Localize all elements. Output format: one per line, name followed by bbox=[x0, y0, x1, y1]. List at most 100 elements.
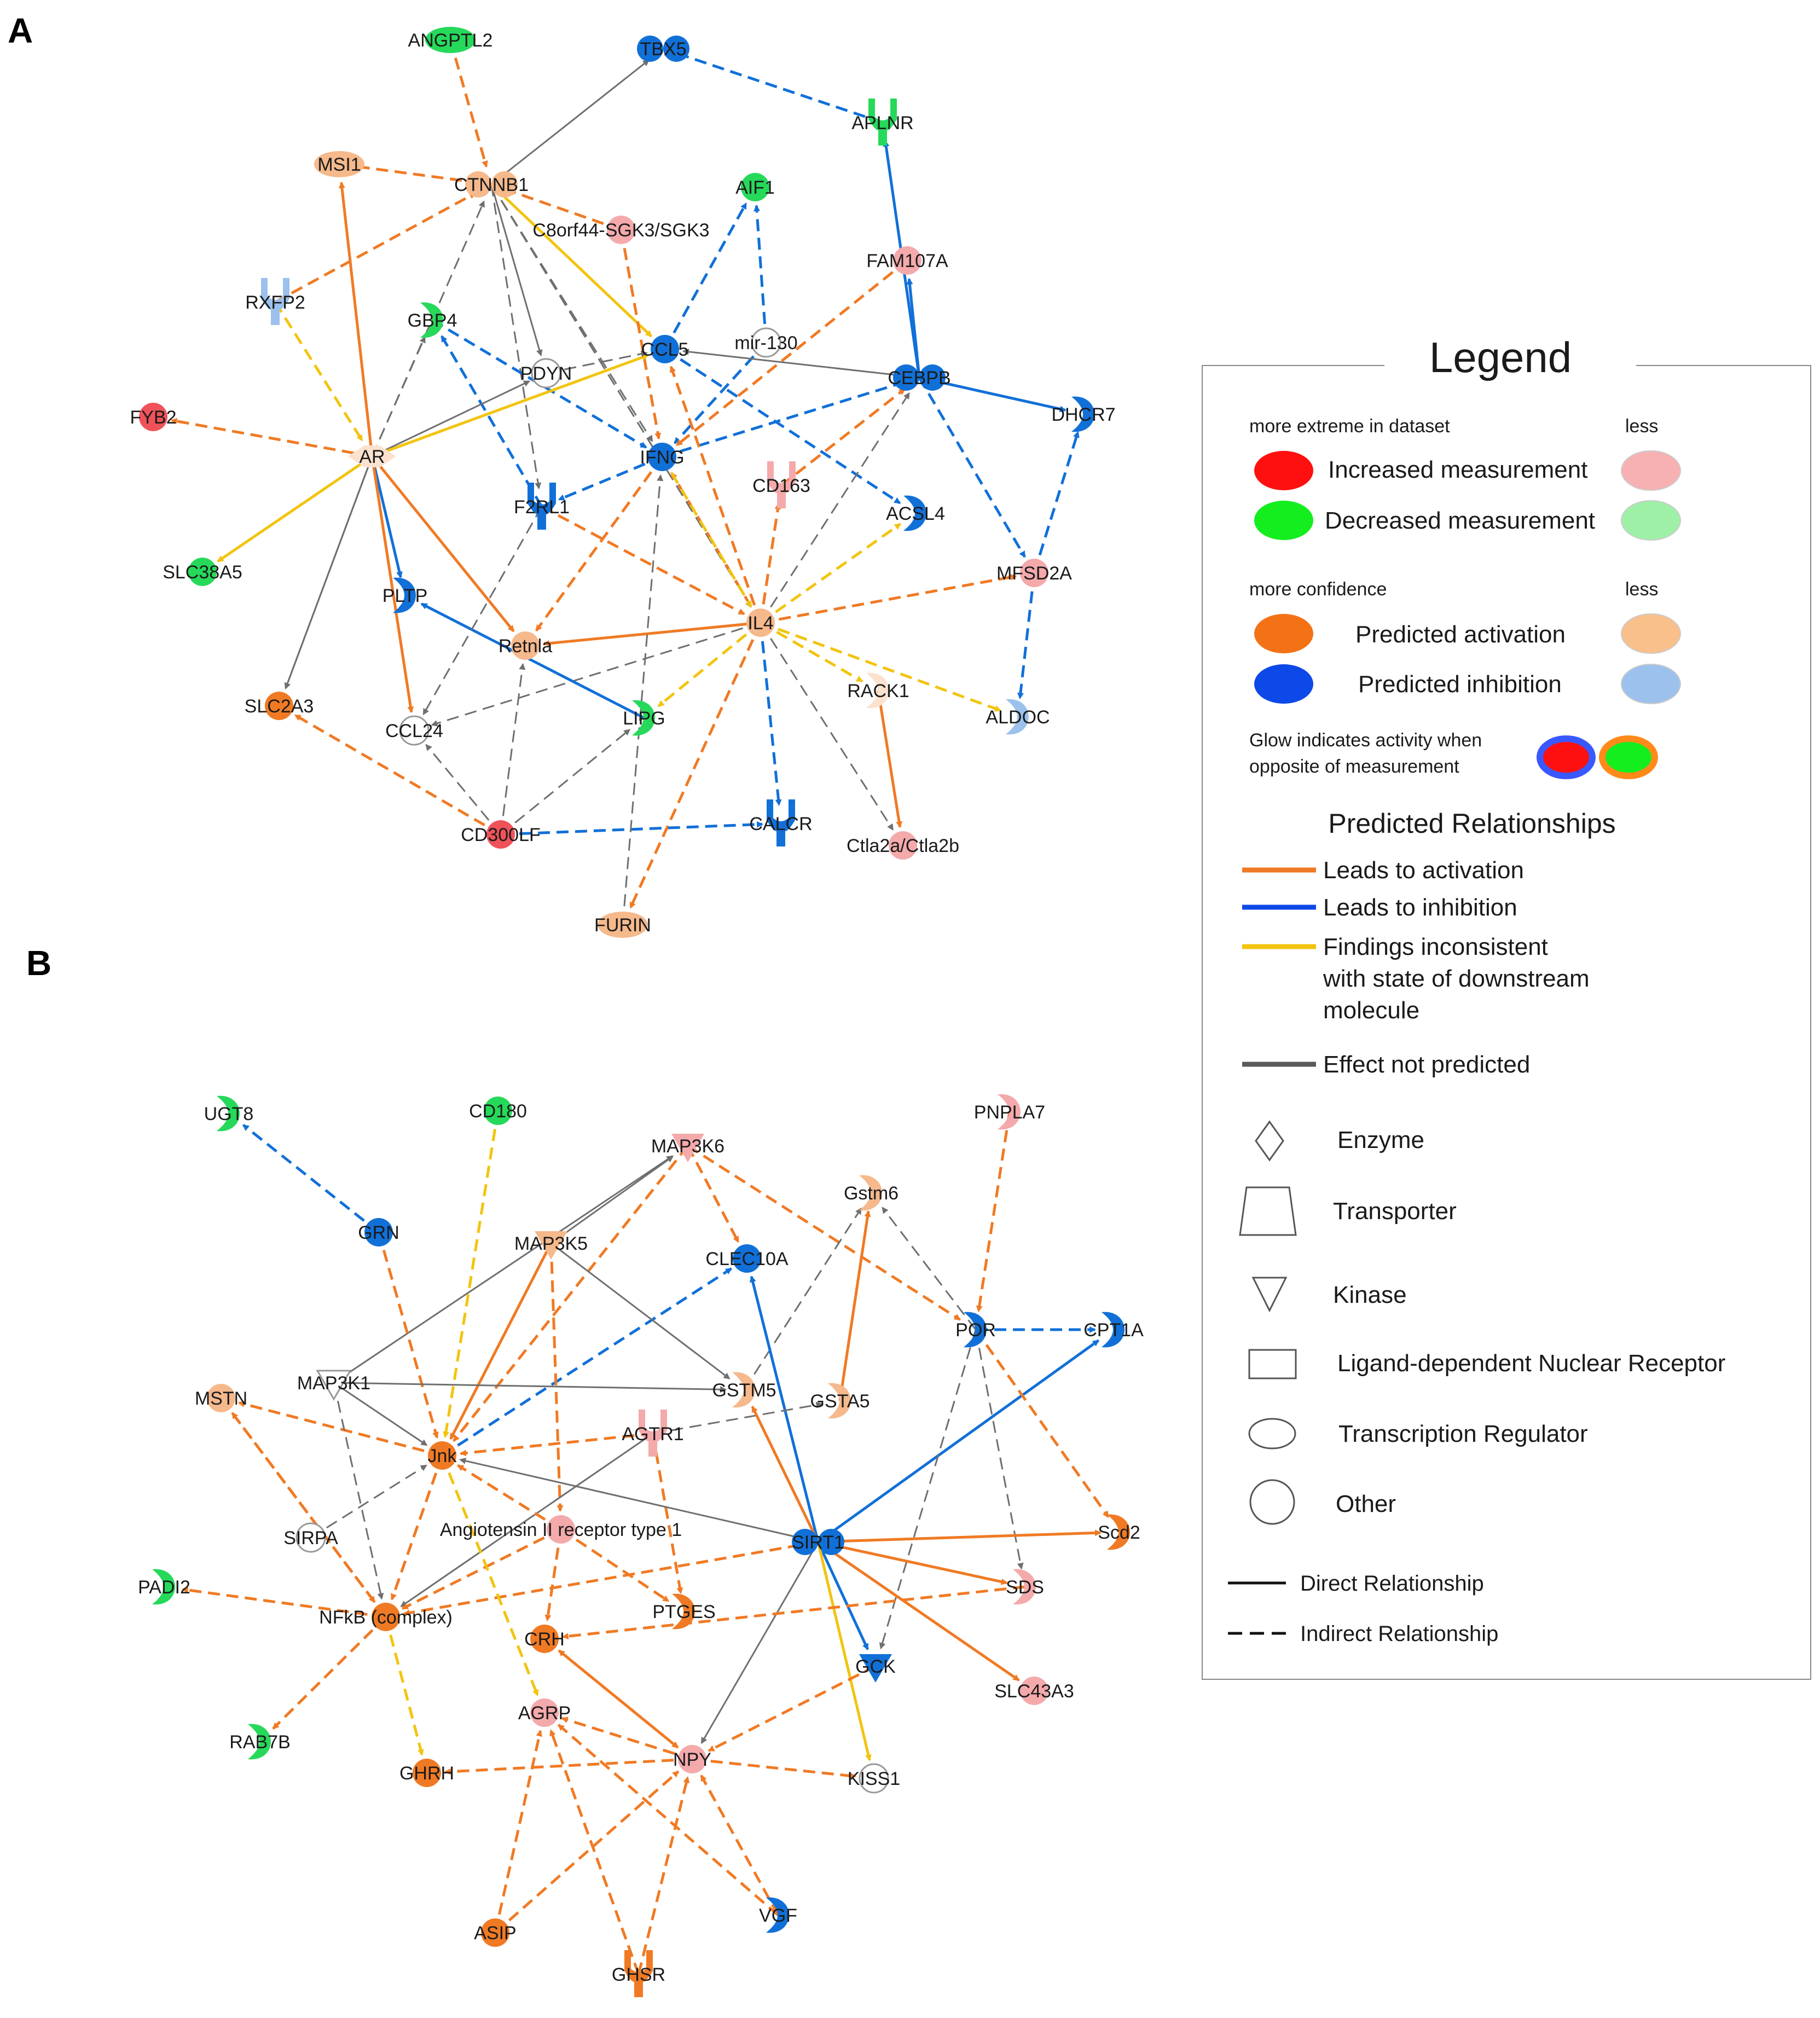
edge-sirt1-to-npy bbox=[700, 1541, 819, 1744]
node-tbx5: TBX5 bbox=[637, 36, 689, 62]
edge-il4-to-ifng bbox=[670, 472, 762, 624]
edge-jnk-to-agrp bbox=[440, 1455, 539, 1697]
edge-pnpla7-to-por bbox=[976, 1111, 1011, 1313]
node-label: UGT8 bbox=[204, 1104, 254, 1124]
node-cpt1a: CPT1A bbox=[1083, 1312, 1144, 1348]
edge-cd300lf-to-slc2a3 bbox=[294, 714, 502, 836]
node-il4-shape bbox=[746, 608, 775, 637]
node-furin: FURIN bbox=[594, 912, 651, 938]
node-grn: GRN bbox=[358, 1218, 399, 1246]
node-ghrh-shape bbox=[413, 1759, 441, 1787]
edge-grn-to-jnk bbox=[377, 1232, 439, 1439]
node-ar-shape bbox=[348, 445, 396, 467]
node-ar: AR bbox=[348, 445, 396, 467]
edge-npy-to-crh bbox=[558, 1649, 693, 1760]
node-rab7b: RAB7B bbox=[229, 1724, 291, 1760]
node-vgf: VGF bbox=[759, 1897, 797, 1933]
node-sds-shape bbox=[1013, 1569, 1036, 1605]
edge-il4-to-mfsd2a bbox=[760, 573, 1017, 624]
edge-jnk-to-clec10a bbox=[441, 1267, 733, 1457]
swatch-glow-red bbox=[1537, 735, 1596, 779]
node-rack1-shape bbox=[866, 672, 889, 709]
node-label: GHSR bbox=[612, 1964, 665, 1985]
node-pnpla7-shape bbox=[998, 1094, 1021, 1130]
node-agrp: AGRP bbox=[518, 1698, 571, 1727]
node-ifng: IFNG bbox=[640, 443, 685, 471]
node-label: ASIP bbox=[474, 1923, 516, 1944]
edge-rack1-to-ctla2a bbox=[877, 690, 903, 828]
edge-mfsd2a-to-dhcr7 bbox=[1033, 431, 1080, 573]
node-label: PLTP bbox=[382, 585, 428, 606]
edge-sirt1-to-slc43a3 bbox=[817, 1540, 1020, 1681]
node-aplnr-shape bbox=[868, 98, 897, 146]
node-npy: NPY bbox=[673, 1745, 711, 1773]
legend-title: Legend bbox=[1429, 333, 1572, 381]
edge-map3k5-to-map3k6 bbox=[550, 1156, 674, 1244]
edge-npy-to-kiss1 bbox=[692, 1758, 857, 1779]
node-label: MAP3K1 bbox=[297, 1373, 370, 1394]
edge-c8orf44-to-ctnnb1 bbox=[508, 189, 622, 231]
node-pltp-shape bbox=[393, 577, 416, 613]
edge-ctnnb1-to-pdyn bbox=[490, 184, 543, 357]
node-dhcr7: DHCR7 bbox=[1051, 396, 1116, 432]
node-crh-shape bbox=[530, 1625, 559, 1653]
node-retnla: Retnla bbox=[499, 631, 552, 660]
node-map3k6: MAP3K6 bbox=[651, 1134, 724, 1162]
node-label: NFkB (complex) bbox=[319, 1607, 453, 1628]
node-gstm6: Gstm6 bbox=[844, 1175, 899, 1211]
edge-at2r-to-ptges bbox=[560, 1528, 670, 1603]
node-label: AR bbox=[359, 446, 385, 467]
node-grn-shape bbox=[364, 1218, 393, 1246]
node-label: CCL5 bbox=[641, 339, 689, 360]
legend-pred-rel: Predicted Relationships bbox=[1328, 808, 1615, 839]
edge-jnk-to-mstn bbox=[237, 1401, 443, 1457]
node-label: KISS1 bbox=[848, 1768, 900, 1789]
swatch-increased-strong bbox=[1254, 451, 1313, 490]
node-label: MSI1 bbox=[317, 154, 361, 175]
node-cd300lf-shape bbox=[486, 820, 515, 849]
node-cd163-shape bbox=[767, 461, 796, 508]
node-ugt8: UGT8 bbox=[204, 1095, 254, 1132]
edge-asip-to-agrp bbox=[494, 1730, 543, 1933]
node-msi1-shape bbox=[314, 151, 364, 177]
node-map3k5: MAP3K5 bbox=[514, 1231, 588, 1260]
node-map3k5-shape bbox=[535, 1231, 567, 1260]
node-agrp-shape bbox=[530, 1698, 559, 1727]
legend-leads-inh: Leads to inhibition bbox=[1323, 894, 1517, 921]
legend-no-pred: Effect not predicted bbox=[1323, 1051, 1530, 1078]
node-ghsr: GHSR bbox=[612, 1950, 665, 1997]
edge-mfsd2a-to-aldoc bbox=[1017, 572, 1036, 700]
node-label: Jnk bbox=[428, 1446, 457, 1466]
node-ptges-shape bbox=[672, 1593, 695, 1630]
swatch-inhibition-strong bbox=[1254, 664, 1313, 704]
node-map3k1: MAP3K1 bbox=[297, 1370, 370, 1401]
swatch-activation-strong bbox=[1254, 614, 1313, 653]
edge-il4-to-ccl24 bbox=[431, 622, 761, 727]
node-crh: CRH bbox=[524, 1625, 565, 1653]
node-aif1: AIF1 bbox=[735, 173, 775, 201]
node-label: ACSL4 bbox=[886, 503, 945, 524]
edge-nfkb-to-rab7b bbox=[272, 1616, 387, 1730]
edge-gstm5-to-gstm6 bbox=[743, 1207, 862, 1390]
node-nfkb-shape bbox=[372, 1603, 400, 1631]
edge-cd300lf-to-lipg bbox=[500, 729, 631, 836]
edge-il4-to-calcr bbox=[759, 622, 782, 807]
edge-pdyn-to-ccl5 bbox=[546, 350, 648, 374]
edge-ar-to-pdyn bbox=[372, 380, 531, 457]
edge-at2r-to-crh bbox=[544, 1529, 563, 1622]
edge-agtr1-to-ptges bbox=[651, 1433, 683, 1594]
node-label: CTNNB1 bbox=[454, 175, 529, 195]
node-cd163: CD163 bbox=[752, 461, 810, 508]
node-rab7b-shape bbox=[248, 1724, 271, 1760]
node-tbx5-shape bbox=[637, 36, 689, 62]
edge-cd300lf-to-retnla bbox=[500, 663, 526, 835]
node-ptges: PTGES bbox=[652, 1593, 716, 1630]
edge-at2r-to-nfkb bbox=[401, 1528, 562, 1610]
node-cd180-shape bbox=[484, 1097, 512, 1125]
edge-mir130-to-aif1 bbox=[753, 204, 768, 343]
node-angptl2: ANGPTL2 bbox=[408, 27, 492, 53]
edge-por-to-scd2 bbox=[974, 1329, 1110, 1518]
legend-enzyme: Enzyme bbox=[1337, 1127, 1424, 1153]
edge-ctnnb1-to-il4 bbox=[490, 184, 752, 608]
